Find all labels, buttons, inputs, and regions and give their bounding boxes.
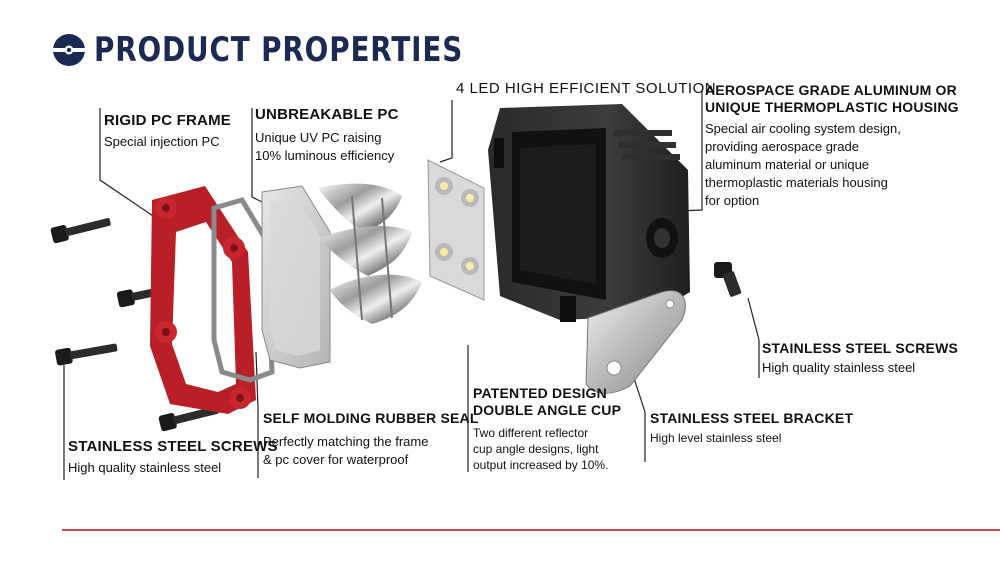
logo-icon bbox=[53, 34, 85, 66]
reflector-desc-3: output increased by 10%. bbox=[473, 458, 609, 472]
label-seal: SELF MOLDING RUBBER SEAL Perfectly match… bbox=[263, 410, 479, 469]
rigid-frame-desc: Special injection PC bbox=[104, 134, 220, 149]
housing-desc-2: providing aerospace grade bbox=[705, 139, 859, 154]
housing-desc-1: Special air cooling system design, bbox=[705, 121, 901, 136]
label-screws-right: STAINLESS STEEL SCREWS High quality stai… bbox=[762, 340, 958, 377]
housing bbox=[488, 104, 690, 322]
led-heading: 4 LED HIGH EFFICIENT SOLUTION bbox=[456, 80, 717, 97]
seal-heading: SELF MOLDING RUBBER SEAL bbox=[263, 410, 479, 426]
led-board bbox=[427, 159, 485, 301]
housing-heading-2: UNIQUE THERMOPLASTIC HOUSING bbox=[705, 99, 959, 115]
rubber-seal bbox=[211, 197, 275, 383]
bracket bbox=[585, 290, 686, 394]
bracket-desc: High level stainless steel bbox=[650, 431, 782, 445]
label-reflector: PATENTED DESIGN DOUBLE ANGLE CUP Two dif… bbox=[473, 385, 621, 473]
page-title: PRODUCT PROPERTIES bbox=[52, 28, 544, 72]
reflector-heading-2: DOUBLE ANGLE CUP bbox=[473, 402, 622, 418]
unbreakable-pc-desc-2: 10% luminous efficiency bbox=[255, 148, 395, 163]
bracket-heading: STAINLESS STEEL BRACKET bbox=[650, 410, 854, 426]
housing-desc-3: aluminum material or unique bbox=[705, 157, 870, 172]
leader-rigid-frame bbox=[99, 108, 163, 223]
seal-desc-2: & pc cover for waterproof bbox=[263, 452, 409, 467]
rigid-frame-heading: RIGID PC FRAME bbox=[104, 112, 231, 129]
label-bracket: STAINLESS STEEL BRACKET High level stain… bbox=[650, 410, 853, 446]
label-rigid-frame: RIGID PC FRAME Special injection PC bbox=[104, 112, 231, 151]
housing-desc-5: for option bbox=[705, 193, 760, 208]
right-screw bbox=[714, 262, 742, 297]
screws-left-desc: High quality stainless steel bbox=[68, 460, 222, 475]
bottom-accent-line bbox=[62, 529, 1000, 531]
leader-led bbox=[439, 100, 453, 163]
screws-right-desc: High quality stainless steel bbox=[762, 360, 916, 375]
page-title-text: PRODUCT PROPERTIES bbox=[94, 30, 464, 70]
housing-heading-1: AEROSPACE GRADE ALUMINUM OR bbox=[705, 82, 957, 98]
label-screws-left: STAINLESS STEEL SCREWS High quality stai… bbox=[68, 438, 278, 477]
pc-lens bbox=[261, 185, 331, 369]
label-housing: AEROSPACE GRADE ALUMINUM OR UNIQUE THERM… bbox=[705, 82, 959, 210]
rigid-pc-frame bbox=[150, 186, 256, 414]
label-unbreakable-pc: UNBREAKABLE PC Unique UV PC raising 10% … bbox=[255, 106, 399, 165]
reflector-desc-2: cup angle designs, light bbox=[473, 442, 599, 456]
screws-left-heading: STAINLESS STEEL SCREWS bbox=[68, 438, 278, 455]
unbreakable-pc-desc-1: Unique UV PC raising bbox=[255, 130, 382, 145]
seal-desc-1: Perfectly matching the frame bbox=[263, 434, 429, 449]
housing-desc-4: thermoplastic materials housing bbox=[705, 175, 888, 190]
leader-screws-right-link bbox=[747, 297, 760, 341]
reflector-desc-1: Two different reflector bbox=[473, 426, 589, 440]
reflector-heading-1: PATENTED DESIGN bbox=[473, 385, 607, 401]
screws-right-heading: STAINLESS STEEL SCREWS bbox=[762, 340, 959, 356]
reflector-cup bbox=[318, 183, 422, 324]
unbreakable-pc-heading: UNBREAKABLE PC bbox=[255, 106, 399, 123]
label-led: 4 LED HIGH EFFICIENT SOLUTION bbox=[456, 80, 716, 97]
